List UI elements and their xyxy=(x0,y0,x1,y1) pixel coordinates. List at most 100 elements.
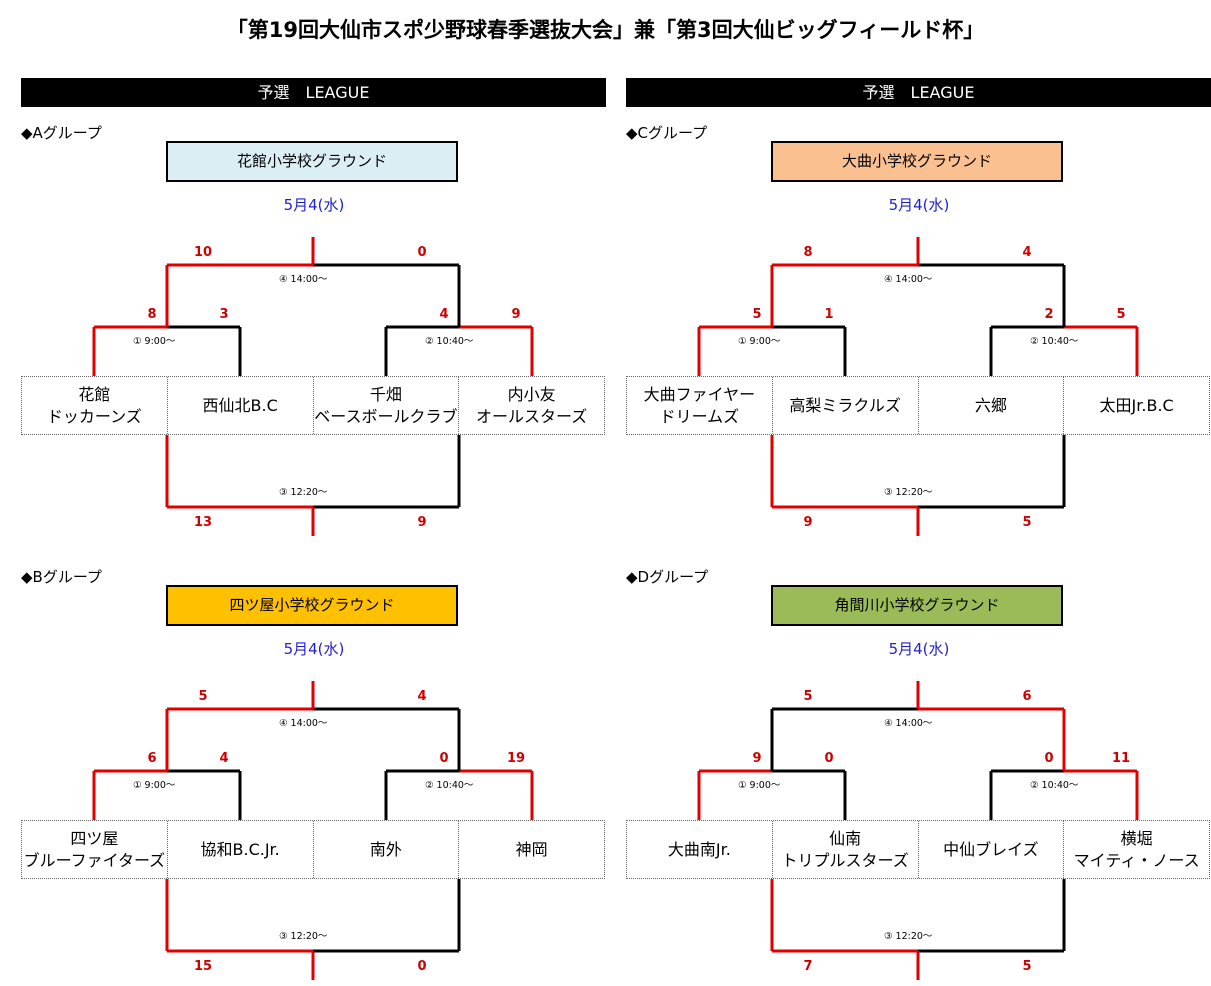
venue-box: 大曲小学校グラウンド xyxy=(771,141,1063,182)
team-name-line: トリプルスターズ xyxy=(781,850,909,870)
team-cell: 太田Jr.B.C xyxy=(1064,377,1209,434)
m4-left-score: 5 xyxy=(198,689,208,704)
team-name-line: ブルーファイターズ xyxy=(23,850,166,870)
teams-row: 大曲南Jr. 仙南トリプルスターズ 中仙ブレイズ 横堀マイティ・ノース xyxy=(626,820,1210,879)
m1-left-score: 6 xyxy=(147,751,157,766)
team-cell: 西仙北B.C xyxy=(168,377,314,434)
venue-box: 花館小学校グラウンド xyxy=(166,141,458,182)
team-name-line: 千畑 xyxy=(369,384,402,404)
team-name-line: 四ツ屋 xyxy=(70,828,119,848)
m4-left-score: 10 xyxy=(193,245,213,260)
m2-match-label: ② 10:40～ xyxy=(425,336,474,347)
team-name-line: ドッカーンズ xyxy=(46,406,142,426)
m4-match-label: ④ 14:00～ xyxy=(279,274,328,285)
match-date: 5月4(水) xyxy=(283,640,345,658)
group-label: ◆Cグループ xyxy=(626,124,708,142)
team-name-line: 横堀 xyxy=(1120,828,1153,848)
m1-left-score: 9 xyxy=(752,751,762,766)
team-cell: 花館ドッカーンズ xyxy=(22,377,168,434)
m4-right-score: 0 xyxy=(417,245,427,260)
team-cell: 大曲南Jr. xyxy=(627,821,773,878)
team-name-line: マイティ・ノース xyxy=(1073,850,1200,870)
venue-box: 四ツ屋小学校グラウンド xyxy=(166,585,458,626)
group-label: ◆Aグループ xyxy=(21,124,102,142)
team-name-line: ベースボールクラブ xyxy=(314,406,458,426)
m2-left-score: 2 xyxy=(1044,307,1054,322)
m2-right-score: 9 xyxy=(511,307,521,322)
m3-match-label: ③ 12:20～ xyxy=(279,931,328,942)
group-label: ◆Dグループ xyxy=(626,568,709,586)
m2-right-score: 11 xyxy=(1111,751,1131,766)
m3-left-score: 15 xyxy=(193,959,213,974)
m4-match-label: ④ 14:00～ xyxy=(279,718,328,729)
venue-box: 角間川小学校グラウンド xyxy=(771,585,1063,626)
league-header-right: 予選 LEAGUE xyxy=(626,78,1211,107)
team-name-line: オールスターズ xyxy=(476,406,588,426)
team-cell: 千畑ベースボールクラブ xyxy=(314,377,460,434)
m4-match-label: ④ 14:00～ xyxy=(884,718,933,729)
m2-right-score: 5 xyxy=(1116,307,1126,322)
m1-match-label: ① 9:00～ xyxy=(738,336,781,347)
team-name-line: ドリームズ xyxy=(659,406,740,426)
league-header-left: 予選 LEAGUE xyxy=(21,78,606,107)
team-cell: 中仙ブレイズ xyxy=(919,821,1065,878)
m4-left-score: 5 xyxy=(803,689,813,704)
team-name-line: 大曲ファイヤー xyxy=(643,384,756,404)
team-name-line: 高梨ミラクルズ xyxy=(789,395,901,415)
m1-right-score: 4 xyxy=(219,751,229,766)
m1-right-score: 0 xyxy=(824,751,834,766)
team-name-line: 太田Jr.B.C xyxy=(1099,395,1174,415)
m2-left-score: 4 xyxy=(439,307,449,322)
bracket-lines xyxy=(697,237,1139,536)
m1-left-score: 5 xyxy=(752,307,762,322)
team-cell: 協和B.C.Jr. xyxy=(168,821,314,878)
m2-left-score: 0 xyxy=(1044,751,1054,766)
m4-match-label: ④ 14:00～ xyxy=(884,274,933,285)
m2-left-score: 0 xyxy=(439,751,449,766)
m3-right-score: 9 xyxy=(417,515,427,530)
team-name-line: 神岡 xyxy=(515,839,548,859)
teams-row: 大曲ファイヤードリームズ 高梨ミラクルズ 六郷 太田Jr.B.C xyxy=(626,376,1210,435)
m1-match-label: ① 9:00～ xyxy=(738,780,781,791)
team-cell: 高梨ミラクルズ xyxy=(773,377,919,434)
m2-match-label: ② 10:40～ xyxy=(1030,780,1079,791)
m3-right-score: 5 xyxy=(1022,959,1032,974)
m1-right-score: 1 xyxy=(824,307,834,322)
bracket-lines xyxy=(697,681,1139,980)
m2-right-score: 19 xyxy=(506,751,526,766)
team-name-line: 仙南 xyxy=(829,828,862,848)
team-cell: 横堀マイティ・ノース xyxy=(1064,821,1209,878)
m3-match-label: ③ 12:20～ xyxy=(279,487,328,498)
team-cell: 神岡 xyxy=(459,821,604,878)
m1-left-score: 8 xyxy=(147,307,157,322)
team-cell: 六郷 xyxy=(919,377,1065,434)
group-label: ◆Bグループ xyxy=(21,568,102,586)
m3-left-score: 13 xyxy=(193,515,213,530)
team-name-line: 協和B.C.Jr. xyxy=(200,839,280,859)
bracket-lines xyxy=(92,237,534,536)
team-name-line: 大曲南Jr. xyxy=(667,839,731,859)
m3-right-score: 5 xyxy=(1022,515,1032,530)
match-date: 5月4(水) xyxy=(888,196,950,214)
m2-match-label: ② 10:40～ xyxy=(1030,336,1079,347)
team-name-line: 南外 xyxy=(369,839,402,859)
m4-left-score: 8 xyxy=(803,245,813,260)
team-name-line: 中仙ブレイズ xyxy=(943,839,1039,859)
team-cell: 内小友オールスターズ xyxy=(459,377,604,434)
m1-match-label: ① 9:00～ xyxy=(133,336,176,347)
m3-match-label: ③ 12:20～ xyxy=(884,487,933,498)
team-name-line: 西仙北B.C xyxy=(202,395,278,415)
team-name-line: 六郷 xyxy=(974,395,1007,415)
team-name-line: 内小友 xyxy=(507,384,556,404)
m1-match-label: ① 9:00～ xyxy=(133,780,176,791)
m4-right-score: 6 xyxy=(1022,689,1032,704)
teams-row: 四ツ屋ブルーファイターズ 協和B.C.Jr. 南外 神岡 xyxy=(21,820,605,879)
team-name-line: 花館 xyxy=(78,384,111,404)
m3-left-score: 9 xyxy=(803,515,813,530)
page-title: 「第19回大仙市スポ少野球春季選抜大会」兼「第3回大仙ビッグフィールド杯」 xyxy=(226,18,985,42)
m3-left-score: 7 xyxy=(803,959,813,974)
